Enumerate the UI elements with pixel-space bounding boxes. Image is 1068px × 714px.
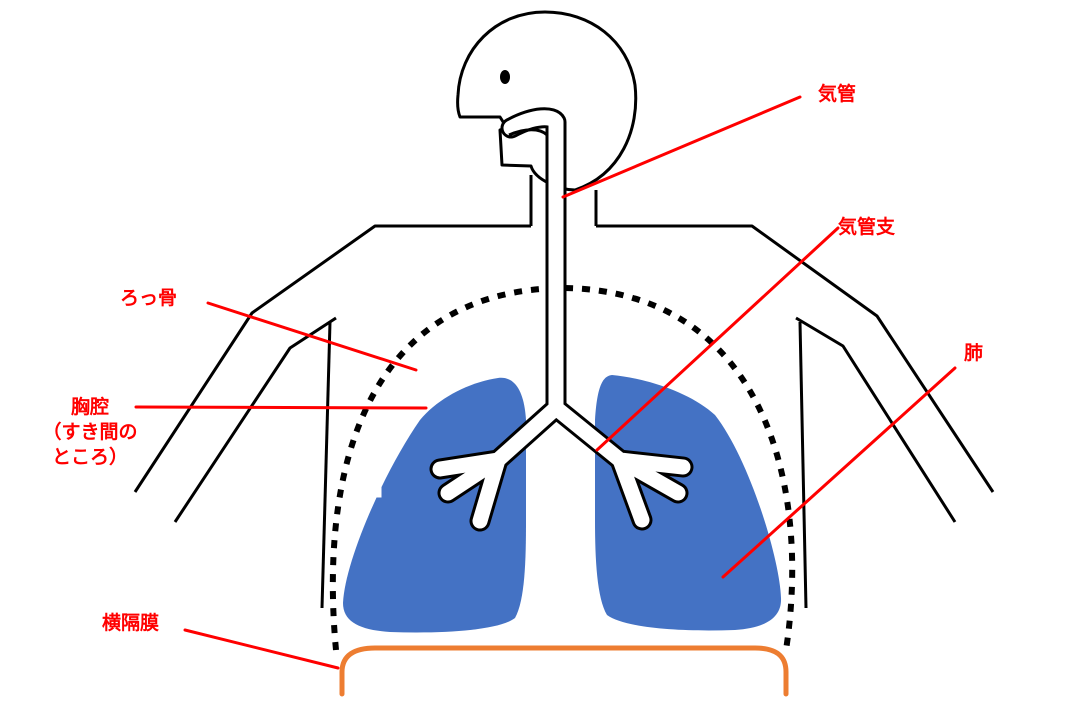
body-side-right bbox=[798, 321, 808, 609]
shoulder-left bbox=[133, 224, 531, 493]
leader-lung bbox=[721, 366, 957, 579]
lung-left bbox=[343, 377, 526, 633]
label-thoracic-cavity-note-2: ところ） bbox=[51, 446, 128, 468]
ribcage-dotted-outline bbox=[329, 284, 796, 651]
label-lung: 肺 bbox=[964, 342, 984, 364]
throat-line bbox=[508, 128, 549, 148]
head-outline bbox=[456, 10, 638, 192]
airway-icon bbox=[429, 107, 694, 532]
leader-rib bbox=[206, 301, 418, 372]
label-thoracic-cavity-title: 胸腔 bbox=[70, 396, 109, 418]
shoulder-right bbox=[596, 224, 995, 493]
leader-bronchus bbox=[595, 226, 840, 452]
body-side-left bbox=[320, 321, 332, 609]
arm-inner-right bbox=[795, 316, 957, 523]
diaphragm-line bbox=[339, 645, 789, 697]
label-rib: ろっ骨 bbox=[120, 287, 178, 309]
label-trachea: 気管 bbox=[818, 83, 857, 105]
label-thoracic-cavity: 胸腔 （すき間の ところ） bbox=[20, 395, 160, 470]
label-bronchus: 気管支 bbox=[838, 216, 896, 238]
leader-lines bbox=[134, 95, 957, 670]
eye-icon bbox=[500, 70, 510, 84]
label-diaphragm: 横隔膜 bbox=[102, 612, 160, 634]
leader-trachea bbox=[561, 95, 802, 199]
lung-right bbox=[595, 375, 782, 631]
arm-inner-left bbox=[173, 316, 337, 523]
label-thoracic-cavity-note-1: （すき間の bbox=[42, 421, 138, 443]
leader-diaphragm bbox=[183, 628, 340, 670]
leader-thoracic-cavity bbox=[134, 405, 428, 410]
